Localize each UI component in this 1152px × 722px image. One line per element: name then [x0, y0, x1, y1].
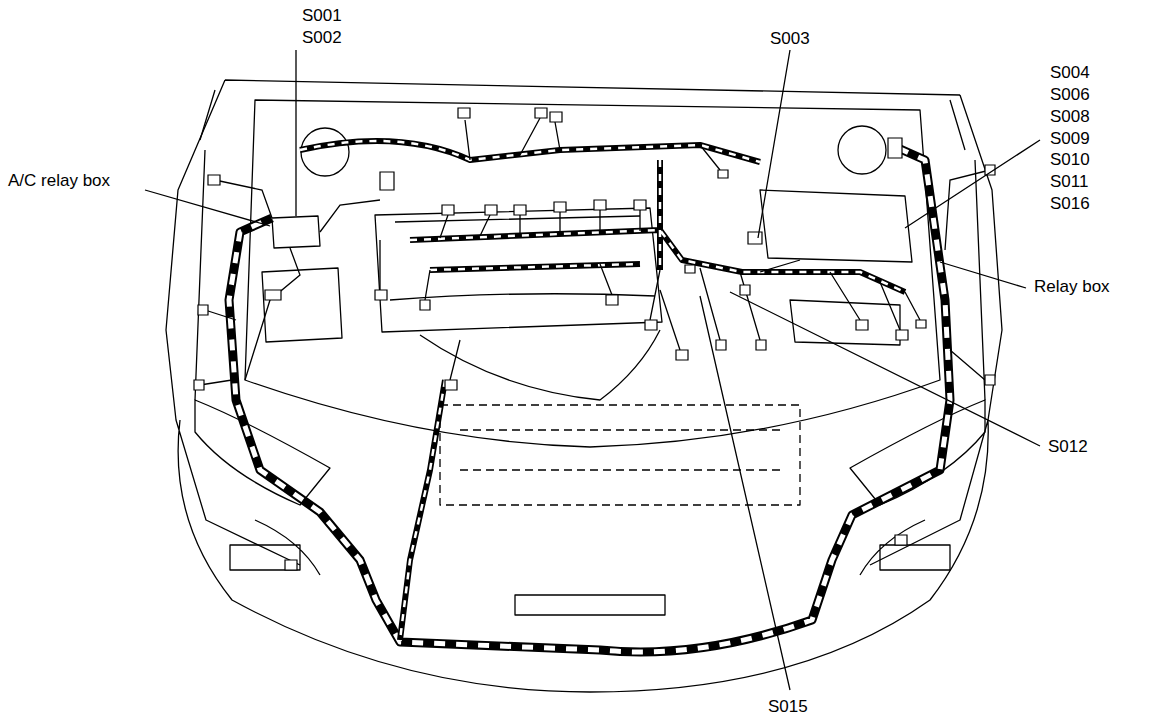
strut-tower: [838, 126, 886, 174]
splice-label: S012: [1046, 437, 1090, 457]
wire: [200, 118, 990, 385]
connectors: [194, 108, 995, 570]
part-label: Relay box: [1032, 277, 1112, 297]
main-harness: [229, 141, 950, 652]
splice-label: S015: [766, 697, 810, 717]
splice-label: S002: [300, 28, 344, 48]
harness-stripe: [229, 148, 950, 652]
label-text: S001: [302, 6, 342, 25]
label-text: S002: [302, 28, 342, 47]
label-text: S003: [770, 29, 810, 48]
splice-label: S009: [1048, 129, 1092, 149]
relay-box-outline: [760, 190, 912, 345]
label-text: Relay box: [1034, 277, 1110, 296]
splice-label: S006: [1048, 85, 1092, 105]
label-text: S016: [1050, 194, 1090, 213]
harness-core: [229, 148, 950, 652]
label-text: S009: [1050, 129, 1090, 148]
label-text: S015: [768, 697, 808, 716]
label-text: A/C relay box: [8, 171, 110, 190]
engine-harness-stripe: [300, 141, 905, 640]
label-text: S010: [1050, 150, 1090, 169]
splice-label: S001: [300, 6, 344, 26]
splice-label: S008: [1048, 107, 1092, 127]
fender-lines: [195, 90, 985, 400]
label-text: S006: [1050, 85, 1090, 104]
splice-label: S016: [1048, 194, 1092, 214]
label-text: S008: [1050, 107, 1090, 126]
label-text: S004: [1050, 63, 1090, 82]
splice-label: S003: [768, 29, 812, 49]
car-body: [166, 80, 1002, 692]
engine-harness-core: [300, 141, 905, 640]
splice-label: S004: [1048, 63, 1092, 83]
battery: [262, 268, 342, 342]
body-outline: [166, 80, 1002, 692]
leader-lines: [145, 50, 1040, 690]
label-text: S011: [1050, 172, 1088, 191]
label-text: S012: [1048, 437, 1088, 456]
radiator: [440, 405, 800, 505]
splice-label: S010: [1048, 150, 1092, 170]
branch-wires: [200, 118, 990, 385]
part-label: A/C relay box: [6, 171, 112, 191]
licence-plate: [515, 595, 665, 615]
ac-relay-box-outline: [272, 216, 320, 248]
splice-label: S011: [1048, 172, 1090, 192]
strut-tower: [301, 128, 349, 176]
headlight: [195, 400, 985, 505]
